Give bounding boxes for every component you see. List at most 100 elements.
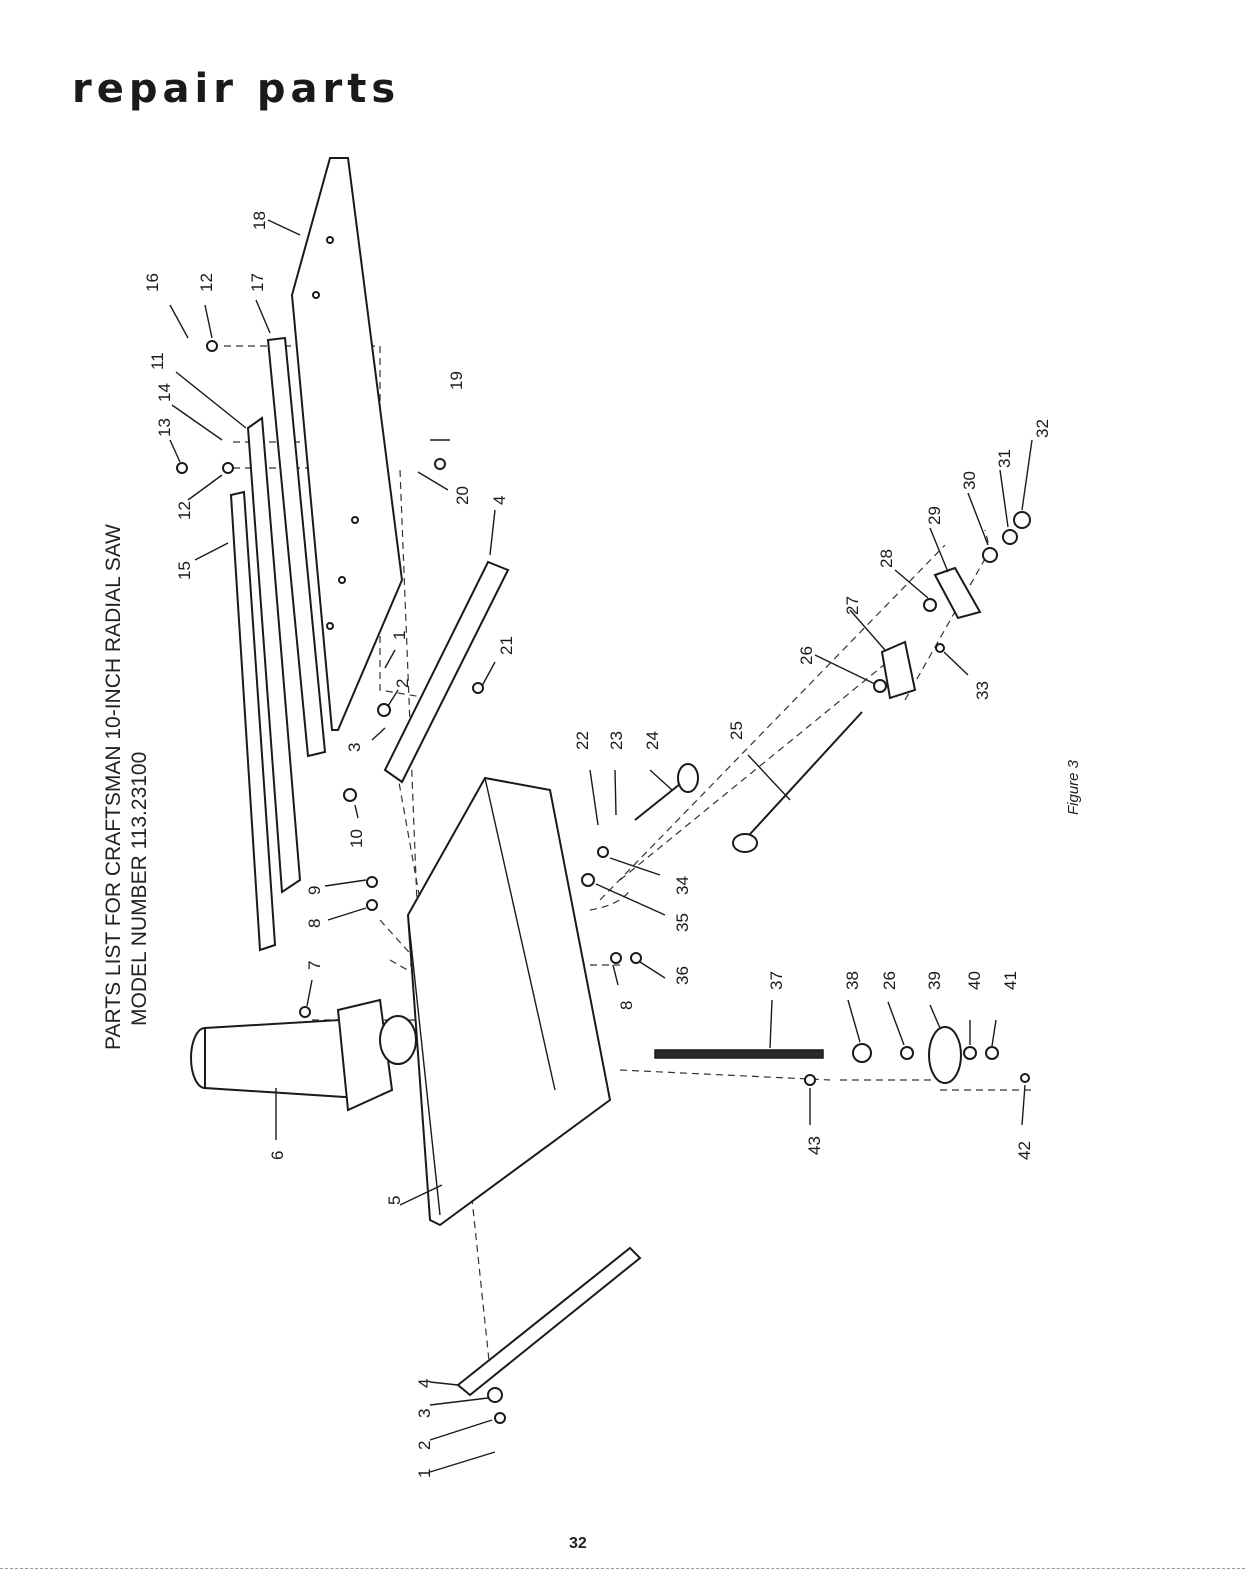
leader-line	[170, 305, 188, 338]
leader-line	[172, 405, 222, 440]
leader-line	[770, 1000, 772, 1048]
callout-number: 29	[925, 506, 944, 525]
leader-line	[610, 858, 660, 875]
callout-4b: 4	[415, 1379, 458, 1388]
leader-line	[385, 650, 395, 668]
callout-number: 37	[767, 971, 786, 990]
callout-number: 3	[345, 743, 364, 752]
callout-number: 32	[1033, 419, 1052, 438]
leader-line	[895, 570, 928, 598]
callout-12b: 12	[175, 475, 222, 520]
leader-line	[650, 770, 672, 790]
leader-line	[888, 1002, 904, 1045]
leader-line	[418, 472, 448, 490]
leader-line	[176, 372, 246, 428]
leader-line	[355, 805, 358, 818]
callout-3b: 3	[415, 1398, 488, 1418]
callout-number: 8	[617, 1001, 636, 1010]
callout-24: 24	[643, 731, 672, 790]
leader-line	[815, 655, 875, 684]
callout-18: 18	[250, 211, 300, 235]
callout-12a: 12	[197, 273, 216, 338]
figure-label: Figure 3	[1065, 760, 1082, 815]
callout-39: 39	[925, 971, 944, 1028]
callout-9: 9	[305, 880, 366, 895]
callout-number: 36	[673, 966, 692, 985]
callout-26b: 26	[797, 646, 875, 684]
leader-line	[328, 908, 366, 920]
callout-number: 41	[1001, 971, 1020, 990]
callout-number: 6	[268, 1151, 287, 1160]
leader-line	[944, 652, 968, 675]
callout-33: 33	[944, 652, 992, 700]
bottom-divider	[0, 1568, 1245, 1569]
callout-13: 13	[155, 418, 180, 462]
part-27-bracket	[882, 642, 915, 698]
callout-number: 1	[415, 1469, 434, 1478]
callout-38: 38	[843, 971, 862, 1042]
leader-line	[968, 493, 988, 545]
callout-number: 30	[960, 471, 979, 490]
callout-number: 13	[155, 418, 174, 437]
callout-number: 15	[175, 561, 194, 580]
part-29-bracket	[935, 568, 980, 618]
callout-26a: 26	[880, 971, 904, 1045]
small-hardware	[177, 341, 1030, 1423]
leader-line	[615, 770, 616, 815]
callout-number: 17	[248, 273, 267, 292]
callout-8a: 8	[305, 908, 366, 928]
part-24-crank	[635, 764, 698, 820]
callout-number: 27	[843, 596, 862, 615]
part-39-plate	[929, 1027, 961, 1083]
part-25-rod	[733, 712, 862, 852]
callout-number: 11	[148, 352, 167, 370]
callout-number: 19	[447, 371, 466, 390]
callout-number: 9	[305, 886, 324, 895]
leader-line	[372, 728, 385, 740]
callout-42: 42	[1015, 1085, 1034, 1160]
callout-number: 28	[877, 549, 896, 568]
callout-number: 35	[673, 913, 692, 932]
callout-number: 10	[347, 829, 366, 848]
part-5-base-frame	[408, 778, 610, 1225]
leader-line	[430, 1398, 488, 1405]
leader-line	[1022, 1085, 1025, 1125]
leader-line	[596, 884, 665, 915]
leader-line	[930, 1005, 940, 1028]
callout-2b: 2	[415, 1420, 492, 1450]
callout-36: 36	[640, 962, 692, 985]
callout-27: 27	[843, 596, 885, 650]
callout-28: 28	[877, 549, 928, 598]
callout-number: 5	[385, 1196, 404, 1205]
callout-6: 6	[268, 1088, 287, 1160]
callout-1a: 1	[385, 631, 409, 668]
callout-number: 2	[415, 1441, 434, 1450]
part-37-threaded-rod	[655, 1050, 823, 1058]
callout-40: 40	[965, 971, 984, 1045]
leader-line	[930, 528, 948, 572]
leader-line	[640, 962, 665, 978]
leader-line	[268, 220, 300, 235]
callout-31: 31	[995, 449, 1014, 527]
leader-line	[1000, 470, 1008, 527]
callout-32: 32	[1022, 419, 1052, 510]
leader-line	[490, 510, 495, 555]
callout-number: 2	[393, 679, 412, 688]
callout-3a: 3	[345, 728, 385, 752]
callout-30: 30	[960, 471, 988, 545]
callout-number: 21	[497, 636, 516, 655]
callout-number: 25	[727, 721, 746, 740]
callout-number: 12	[197, 273, 216, 292]
callout-number: 26	[797, 646, 816, 665]
leader-line	[195, 543, 228, 560]
leader-line	[325, 880, 366, 886]
callout-4a: 4	[490, 496, 509, 555]
callout-number: 4	[415, 1379, 434, 1388]
callout-16: 16	[143, 273, 188, 338]
callout-21: 21	[482, 636, 516, 686]
callout-number: 20	[453, 486, 472, 505]
callout-43: 43	[805, 1088, 824, 1155]
callout-number: 24	[643, 731, 662, 750]
leader-line	[256, 300, 270, 333]
